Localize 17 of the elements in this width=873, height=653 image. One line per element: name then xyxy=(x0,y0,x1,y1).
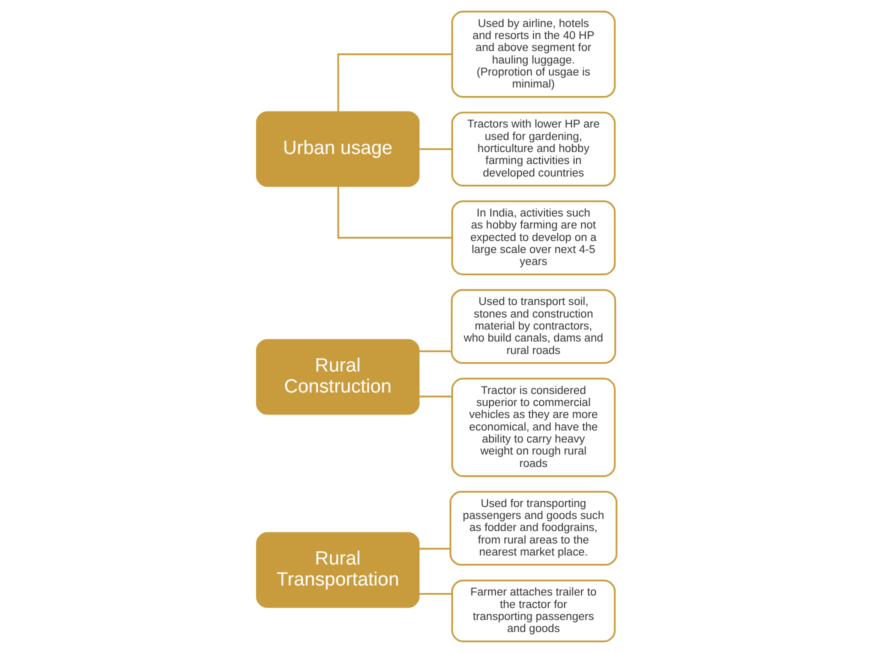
node-box: Tractor is considered superior to commercial vehicles as they are more economical, and have the ability to carry heavy weight on rough rural roads xyxy=(451,378,616,477)
node-box: Used by airline, hotels and resorts in the 40 HP and above segment for hauling luggage. (Proprotion of usgae is minimal) xyxy=(451,10,616,98)
connector xyxy=(419,396,452,398)
node-box: Rural Construction xyxy=(256,339,420,415)
connector xyxy=(419,593,452,595)
node-box: Farmer attaches trailer to the tractor for transporting passengers and goods xyxy=(451,580,616,642)
node-box: Used to transport soil, stones and construction material by contractors, who build canals, dams and rural roads xyxy=(450,289,616,364)
node-box: Tractors with lower HP are used for gardening, horticulture and hobby farming activities in developed countries xyxy=(451,112,616,186)
connector xyxy=(419,548,450,550)
connector xyxy=(419,148,452,150)
connector xyxy=(337,186,452,239)
node-box: In India, activities such as hobby farming are not expected to develop on a large scale over next 4-5 years xyxy=(451,200,616,276)
connector xyxy=(419,350,452,352)
node-box: Rural Transportation xyxy=(256,532,420,608)
node-box: Urban usage xyxy=(256,111,420,187)
connector xyxy=(337,53,452,112)
node-box: Used for transporting passengers and goods such as fodder and foodgrains, from rural areas to the nearest market place. xyxy=(450,490,618,566)
